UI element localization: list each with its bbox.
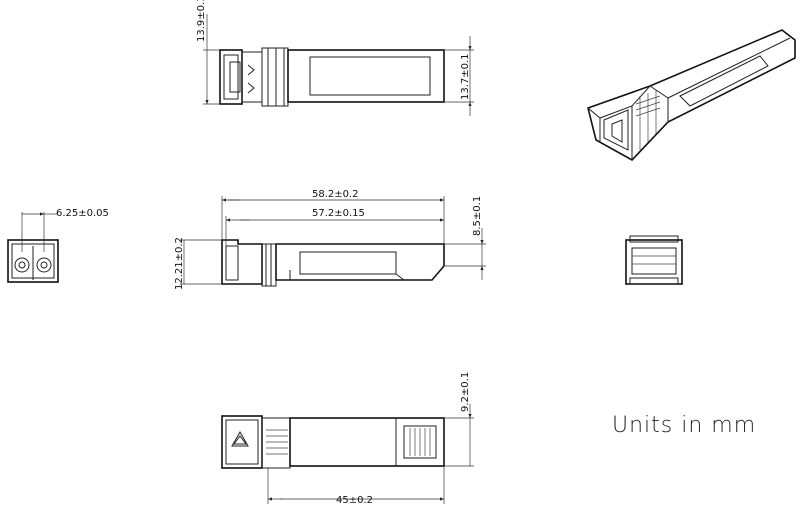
rear-view bbox=[625, 235, 683, 285]
dim-bottom-length: 45±0.2 bbox=[336, 495, 373, 506]
side-view bbox=[180, 196, 486, 287]
dim-body-height: 8.5±0.1 bbox=[472, 196, 483, 236]
top-view bbox=[203, 14, 474, 116]
dim-side-height: 12.21±0.2 bbox=[174, 237, 185, 290]
isometric-view bbox=[587, 29, 796, 162]
dim-overall-length: 58.2±0.2 bbox=[312, 189, 359, 200]
front-lc-view bbox=[7, 212, 59, 283]
dim-bottom-height: 9.2±0.1 bbox=[460, 372, 471, 412]
dim-lc-pitch: 6.25±0.05 bbox=[56, 208, 109, 219]
dim-body-length: 57.2±0.15 bbox=[312, 208, 365, 219]
dim-top-right-height: 13.7±0.1 bbox=[460, 53, 471, 100]
units-note: Units in mm bbox=[612, 413, 756, 438]
dim-top-height: 13.9±0.1 bbox=[196, 0, 207, 42]
bottom-view bbox=[221, 404, 474, 504]
